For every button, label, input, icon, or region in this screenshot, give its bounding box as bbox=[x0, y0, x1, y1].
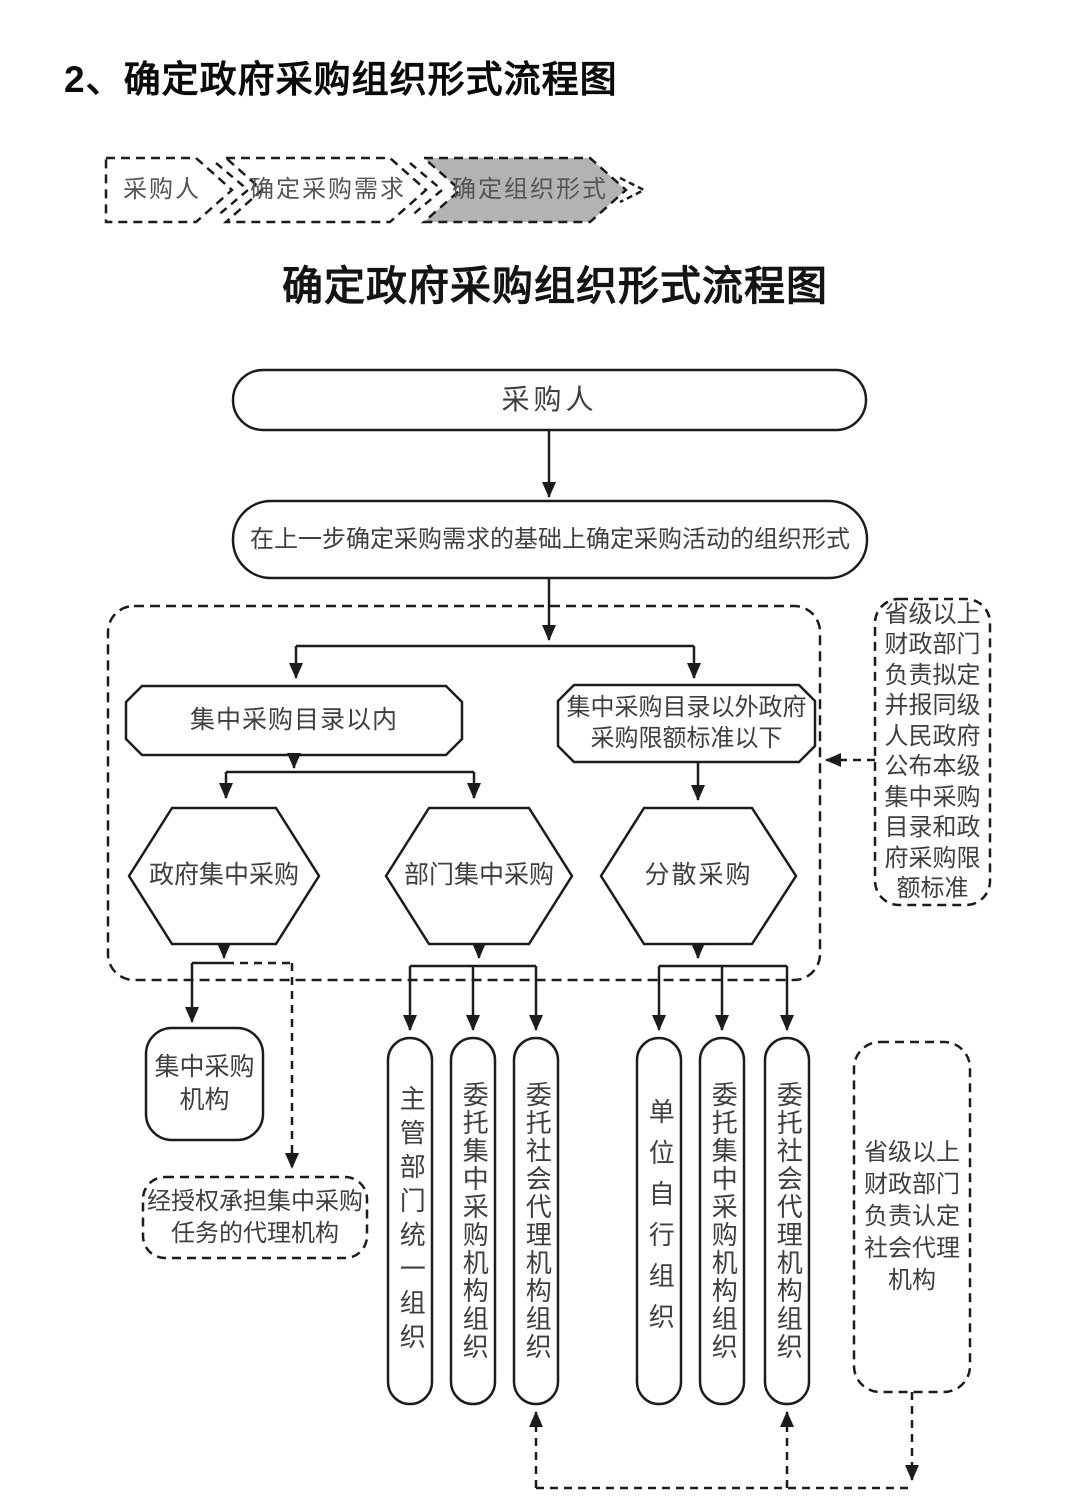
pill-entrust-central-1-shape bbox=[449, 1036, 497, 1406]
authorized-agency-label: 经授权承担集中采购 任务的代理机构 bbox=[147, 1188, 363, 1247]
outside-catalog-shape bbox=[556, 683, 817, 764]
central-agency-label: 集中采购 机构 bbox=[154, 1054, 255, 1114]
within-catalog-shape bbox=[124, 684, 464, 757]
banner-step3-shape bbox=[420, 156, 628, 224]
first-split-connectors bbox=[289, 644, 701, 679]
gov-centralized-hexagon bbox=[127, 806, 321, 946]
banner-step1-shape bbox=[104, 156, 234, 224]
determine-node-label: 在上一步确定采购需求的基础上确定采购活动的组织形式 bbox=[250, 526, 850, 553]
pill-self-organized-label: 单位自行组织 bbox=[645, 1098, 675, 1344]
second-split-connectors bbox=[219, 753, 705, 801]
purchaser-node-label: 采购人 bbox=[501, 384, 598, 416]
banner-step2-shape bbox=[222, 156, 428, 224]
agency-note-shape bbox=[852, 1040, 972, 1394]
decentralized-hexagon bbox=[599, 806, 798, 946]
pill-entrust-central-1-label: 委托集中采购机构组织 bbox=[459, 1081, 489, 1361]
dept-centralized-branch-connectors bbox=[403, 943, 543, 1031]
within-catalog-label: 集中采购目录以内 bbox=[189, 706, 398, 734]
decentralized-label: 分散采购 bbox=[644, 862, 753, 890]
dept-centralized-label: 部门集中采购 bbox=[403, 862, 554, 890]
gov-centralized-label: 政府集中采购 bbox=[148, 862, 299, 890]
pill-dept-unified-label: 主管部门统一组织 bbox=[396, 1085, 426, 1357]
gov-centralized-branch-connectors bbox=[185, 943, 299, 1169]
step-banner bbox=[104, 156, 647, 224]
banner-step-determine-needs: 确定采购需求 bbox=[250, 177, 406, 203]
pill-entrust-central-2-shape bbox=[698, 1036, 746, 1406]
flowchart-title: 确定政府采购组织形式流程图 bbox=[282, 263, 828, 310]
decentralized-branch-connectors bbox=[652, 943, 794, 1031]
catalog-note-label: 省级以上 财政部门 负责拟定 并报同级 人民政府 公布本级 集中采购 目录和政 … bbox=[884, 601, 981, 903]
pill-entrust-social-1-shape bbox=[512, 1036, 560, 1406]
agency-note-connectors bbox=[529, 1392, 919, 1490]
banner-end-arrow-icon bbox=[619, 176, 647, 204]
pill-self-organized-shape bbox=[635, 1036, 683, 1406]
banner-step-purchaser: 采购人 bbox=[123, 177, 201, 203]
pill-dept-unified-shape bbox=[386, 1036, 434, 1406]
dept-centralized-hexagon bbox=[384, 806, 574, 946]
pill-entrust-social-1-label: 委托社会代理机构组织 bbox=[522, 1081, 552, 1361]
organization-forms-container bbox=[106, 604, 822, 982]
page-title: 2、确定政府采购组织形式流程图 bbox=[64, 58, 618, 100]
agency-note-label: 省级以上 财政部门 负责认定 社会代理 机构 bbox=[864, 1140, 960, 1294]
banner-step-determine-form: 确定组织形式 bbox=[452, 177, 608, 203]
catalog-note-shape bbox=[873, 597, 992, 907]
outside-catalog-label: 集中采购目录以外政府 采购限额标准以下 bbox=[566, 694, 807, 752]
authorized-agency-node-shape bbox=[141, 1175, 369, 1260]
pill-entrust-central-2-label: 委托集中采购机构组织 bbox=[708, 1081, 738, 1361]
pill-entrust-social-2-label: 委托社会代理机构组织 bbox=[773, 1081, 803, 1361]
pill-entrust-social-2-shape bbox=[763, 1036, 811, 1406]
central-agency-node-shape bbox=[144, 1026, 265, 1142]
